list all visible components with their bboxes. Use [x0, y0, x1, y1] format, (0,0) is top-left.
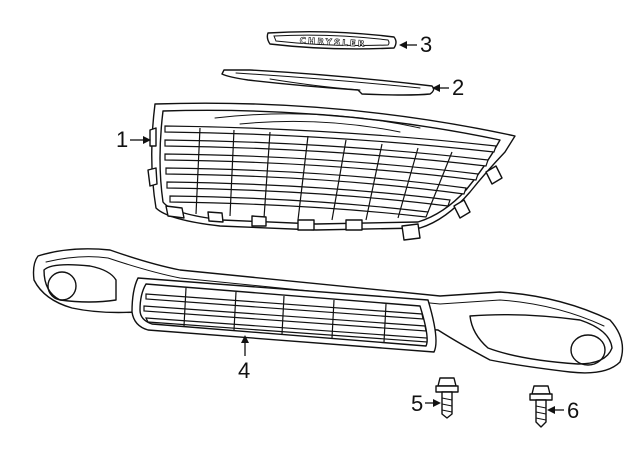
bolt-part-6 — [529, 385, 553, 428]
callout-1-label: 1 — [116, 127, 128, 152]
callout-6-label: 6 — [567, 398, 579, 423]
callout-4: 4 — [238, 335, 250, 383]
grille-molding — [221, 69, 435, 96]
callout-6: 6 — [547, 398, 579, 423]
emblem-nameplate: CHRYSLER — [266, 30, 397, 50]
bolt-part-5 — [435, 377, 459, 419]
callout-2-label: 2 — [452, 75, 464, 100]
callout-3: 3 — [399, 32, 432, 57]
brand-lettering: CHRYSLER — [299, 36, 367, 49]
callout-5-label: 5 — [411, 391, 423, 416]
callout-3-label: 3 — [420, 32, 432, 57]
callout-2: 2 — [432, 75, 464, 100]
callout-1: 1 — [116, 127, 151, 152]
upper-grille — [147, 102, 516, 241]
callout-5: 5 — [411, 391, 441, 416]
lower-grille — [32, 248, 624, 374]
callout-4-label: 4 — [238, 358, 250, 383]
